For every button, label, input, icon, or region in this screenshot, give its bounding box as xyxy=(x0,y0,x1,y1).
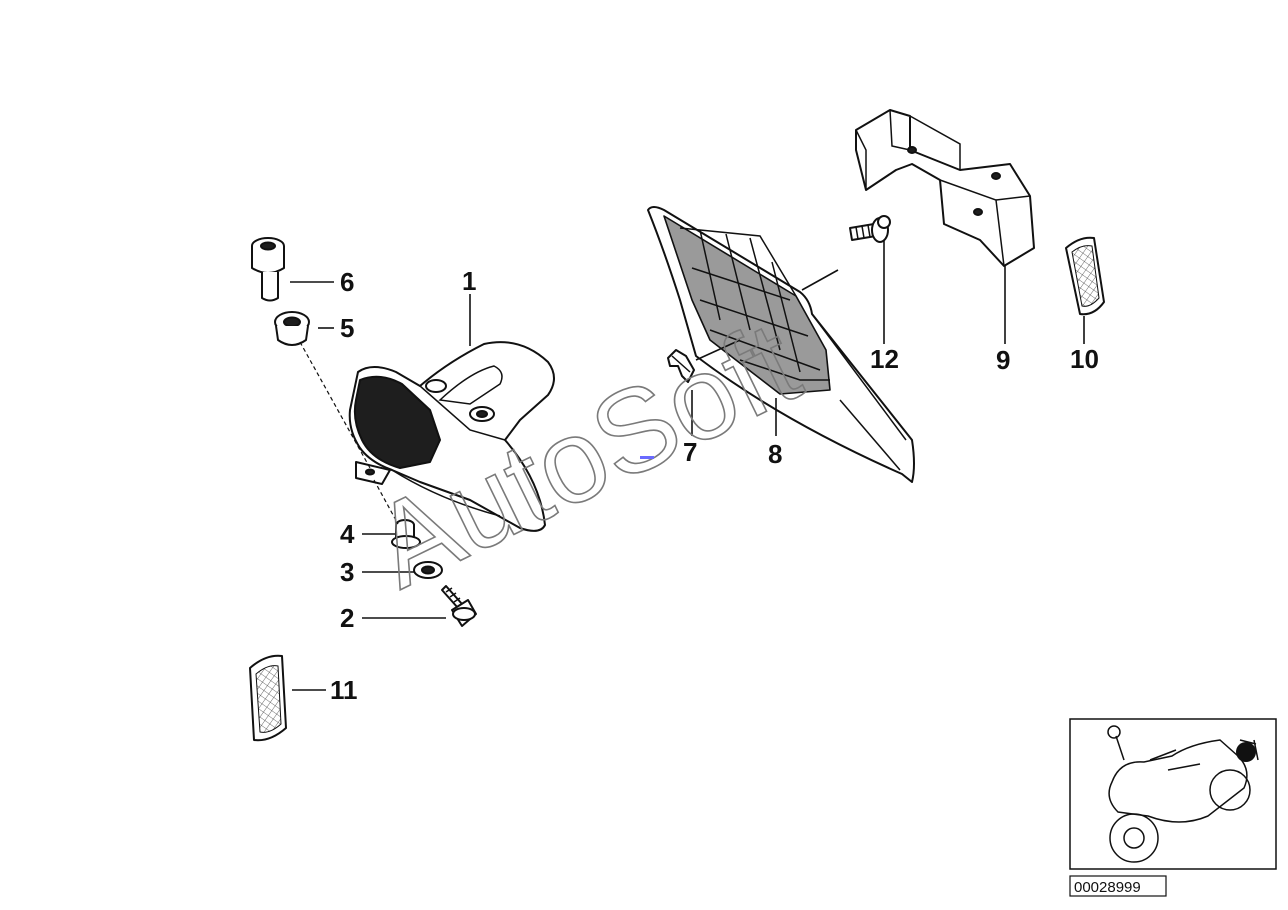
callout-5: 5 xyxy=(340,313,354,343)
part-11-reflector xyxy=(249,654,287,742)
leader-lines xyxy=(290,240,1085,691)
callout-1: 1 xyxy=(462,266,476,296)
part-3-washer xyxy=(413,561,443,579)
part-9-bracket xyxy=(855,109,1035,267)
callout-11: 11 xyxy=(330,675,358,705)
part-5-grommet xyxy=(274,311,310,346)
callout-4: 4 xyxy=(340,519,355,549)
callout-10: 10 xyxy=(1070,344,1099,374)
callout-7: 7 xyxy=(683,437,697,467)
part-12-screw xyxy=(849,215,891,243)
location-thumbnail xyxy=(1069,718,1277,870)
callout-12: 12 xyxy=(870,344,899,374)
part-1-rear-cover xyxy=(348,341,555,532)
callout-6: 6 xyxy=(340,267,354,297)
callout-9: 9 xyxy=(996,345,1010,375)
part-4-spacer xyxy=(391,519,421,549)
part-2-bolt xyxy=(441,585,477,627)
callout-3: 3 xyxy=(340,557,354,587)
blue-mark xyxy=(640,456,654,459)
part-8-license-plate-holder xyxy=(647,206,915,483)
diagram-code-box: 00028999 xyxy=(1069,875,1167,897)
part-6-socket-screw xyxy=(251,237,285,302)
callout-8: 8 xyxy=(768,439,782,469)
callout-numbers: 1 2 3 4 5 6 7 8 9 10 11 12 xyxy=(330,266,1099,705)
part-10-reflector xyxy=(1065,236,1105,316)
part-7-clip xyxy=(667,349,695,383)
callout-2: 2 xyxy=(340,603,354,633)
diagram-code: 00028999 xyxy=(1074,879,1141,896)
